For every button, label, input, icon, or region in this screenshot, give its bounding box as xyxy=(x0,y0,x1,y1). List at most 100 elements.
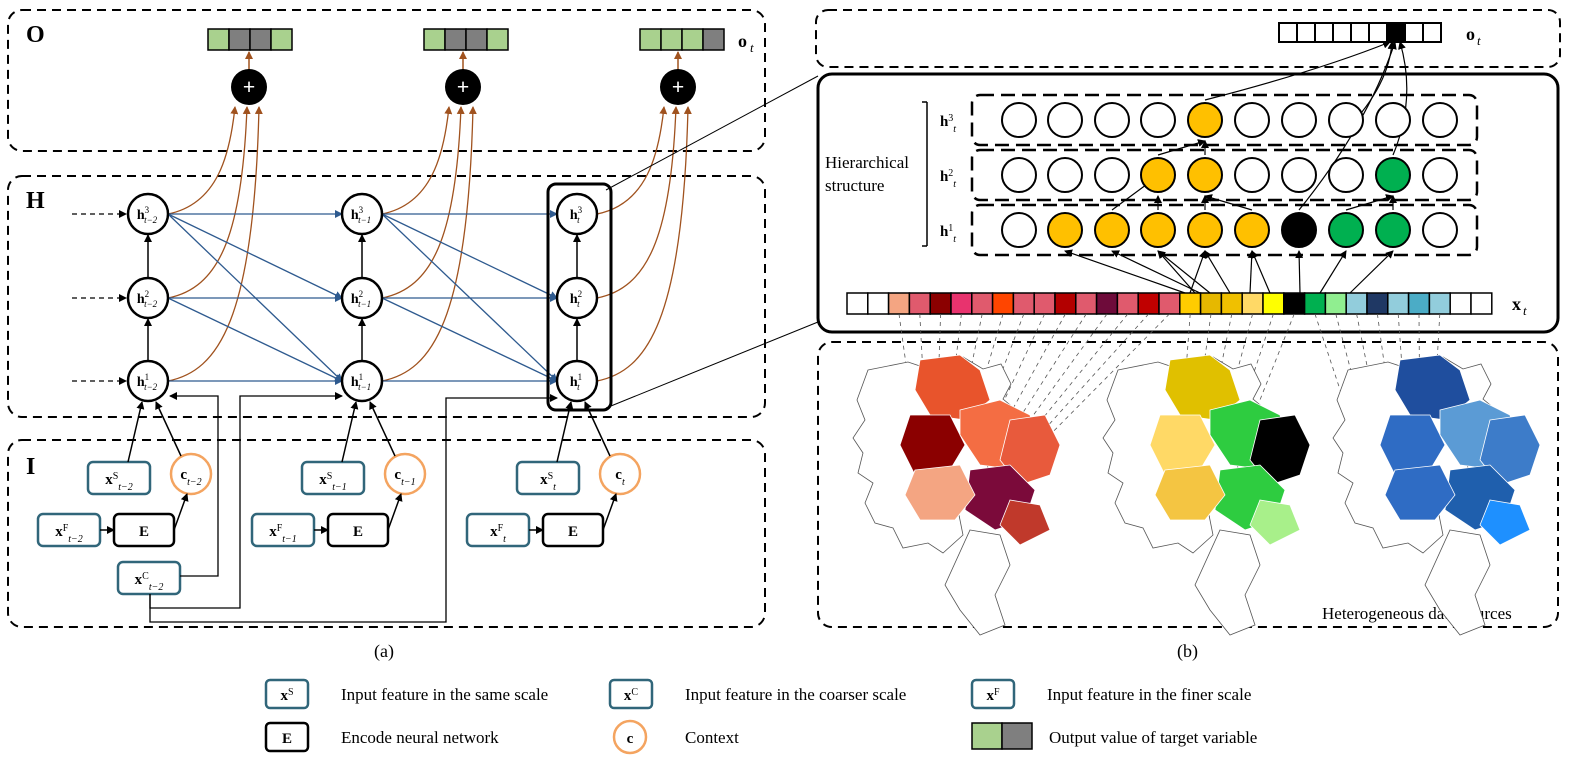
input-cell xyxy=(1366,292,1389,315)
input-to-node-arrow xyxy=(1111,250,1201,294)
hierarchy-node xyxy=(1140,157,1176,193)
output-cell xyxy=(270,28,293,51)
hierarchy-node xyxy=(1234,212,1270,248)
input-label-b: x xyxy=(1512,294,1521,314)
output-cell xyxy=(702,28,725,51)
input-to-node-arrow xyxy=(1295,250,1304,294)
level-link-arrow xyxy=(1345,194,1394,211)
input-sub-b: t xyxy=(1523,303,1527,318)
same-scale-input xyxy=(515,460,581,496)
legend-symbol-label: c xyxy=(627,731,634,747)
finer-scale-label: xFt−1 xyxy=(269,523,297,545)
context-node xyxy=(383,452,427,496)
output-sub-a: t xyxy=(750,40,754,55)
sum-plus: + xyxy=(243,74,256,99)
input-cell xyxy=(1407,292,1431,315)
context-label: ct−1 xyxy=(394,467,415,488)
output-cell xyxy=(249,28,272,51)
encoder-to-context-arrow xyxy=(602,493,618,531)
legend-green-cell xyxy=(971,722,1003,750)
input-cell xyxy=(1012,292,1035,315)
same-scale-input xyxy=(86,460,152,496)
hierarchy-box xyxy=(816,72,1560,334)
h-to-output-arrow xyxy=(596,106,680,299)
zoom-line-bottom xyxy=(605,321,819,409)
encoder-to-context-arrow xyxy=(387,493,403,531)
map-region xyxy=(999,499,1051,546)
legend-text: Input feature in the coarser scale xyxy=(685,685,906,704)
legend-symbol-box xyxy=(264,721,310,753)
map-blue xyxy=(1332,354,1541,636)
section-i-box xyxy=(7,439,766,628)
section-o-box xyxy=(7,9,766,152)
legend-text: Output value of target variable xyxy=(1049,728,1257,747)
input-to-node-arrow xyxy=(1247,250,1256,294)
source-link-dashed xyxy=(998,313,1087,451)
encoder-label: E xyxy=(353,524,363,540)
hierarchy-node xyxy=(1187,102,1223,138)
h-to-output-arrow xyxy=(167,106,263,382)
input-cell xyxy=(1158,292,1181,315)
map-outline-south xyxy=(944,529,1011,636)
hierarchy-node xyxy=(1047,157,1083,193)
map-region xyxy=(904,464,976,521)
hierarchy-node xyxy=(1234,157,1270,193)
hidden-node-l3 xyxy=(126,192,170,236)
section-i-label: I xyxy=(26,454,35,480)
sum-plus: + xyxy=(672,74,685,99)
hierarchy-node xyxy=(1187,157,1223,193)
legend-text: Input feature in the same scale xyxy=(341,685,548,704)
data-sources-box xyxy=(817,341,1559,628)
output-cell-b xyxy=(1332,22,1352,43)
map-region xyxy=(1249,414,1311,486)
caption-b: (b) xyxy=(1177,641,1198,662)
level-box-2 xyxy=(970,148,1479,202)
input-cell xyxy=(1428,292,1451,315)
input-to-node-arrow xyxy=(1251,250,1271,294)
output-cell-b xyxy=(1368,22,1388,43)
h-to-output-arrow xyxy=(596,106,692,382)
coarser-scale-input xyxy=(116,560,182,596)
hidden-node-l3 xyxy=(340,192,384,236)
output-cell xyxy=(423,28,446,51)
hierarchy-node xyxy=(1281,102,1317,138)
node-to-output-arrow xyxy=(1392,41,1408,156)
sum-node xyxy=(231,69,267,105)
h-to-output-arrow xyxy=(381,106,465,299)
level-link-arrow xyxy=(1157,139,1206,156)
legend-text: Context xyxy=(685,728,739,747)
recurrent-arrow xyxy=(381,213,558,299)
hierarchy-node xyxy=(1001,212,1037,248)
hierarchy-node xyxy=(1094,212,1130,248)
input-cell xyxy=(1303,292,1327,315)
h-to-output-arrow xyxy=(167,106,251,299)
input-cell xyxy=(1324,292,1347,315)
input-arrow xyxy=(341,401,359,463)
hierarchy-node xyxy=(1422,212,1458,248)
level-box-1 xyxy=(970,203,1479,257)
output-cell xyxy=(660,28,683,51)
output-label-a: o xyxy=(738,31,747,51)
map-region xyxy=(1479,414,1541,486)
zoom-frame xyxy=(546,182,613,412)
hierarchy-title-line2: structure xyxy=(825,176,884,195)
hierarchy-node xyxy=(1375,212,1411,248)
input-to-node-arrow xyxy=(1157,250,1196,294)
legend-symbol-box xyxy=(970,678,1016,710)
input-cell xyxy=(950,292,973,315)
map-region xyxy=(1154,464,1226,521)
input-cell xyxy=(1470,292,1493,315)
h-to-output-arrow xyxy=(381,106,453,215)
h-to-output-arrow xyxy=(381,106,477,382)
map-region xyxy=(1479,499,1531,546)
recurrent-arrow xyxy=(167,297,343,382)
h-to-output-arrow xyxy=(167,106,239,215)
input-cell xyxy=(1199,292,1223,315)
hierarchy-node xyxy=(1140,212,1176,248)
